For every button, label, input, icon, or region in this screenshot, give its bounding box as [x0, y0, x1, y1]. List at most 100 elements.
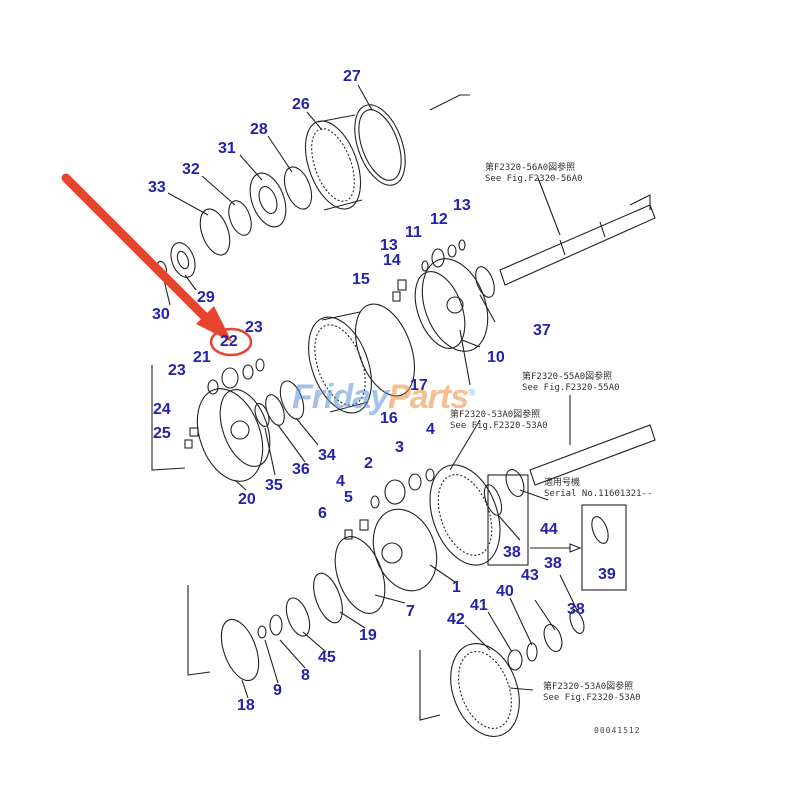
- watermark-part1: Friday: [292, 378, 389, 416]
- part-4-upper: [425, 468, 435, 482]
- part-29-bearing: [170, 242, 196, 278]
- part-32-ring: [228, 200, 252, 236]
- part-7-ring: [334, 536, 386, 614]
- ref-note-53a0-en-mid: See Fig.F2320-53A0: [450, 421, 548, 431]
- part-14-pin: [397, 279, 407, 291]
- part-15-pin: [392, 291, 401, 302]
- part-label: 25: [153, 425, 171, 442]
- part-label: 23: [245, 319, 263, 336]
- part-label: 36: [292, 461, 310, 478]
- part-40: [526, 642, 538, 662]
- frame-line-lower-mid: [419, 650, 441, 721]
- part-17-gear-ring: [308, 316, 372, 414]
- part-37-gear: [475, 266, 495, 298]
- part-12: [447, 244, 457, 258]
- part-label: 37: [533, 322, 551, 339]
- part-label: 12: [430, 211, 448, 228]
- part-label: 21: [193, 349, 211, 366]
- watermark-logo: FridayParts®: [292, 378, 476, 417]
- part-label: 6: [318, 505, 327, 522]
- part-10-carrier: [421, 258, 489, 352]
- part-label: 4: [336, 473, 345, 490]
- part-label: 26: [292, 96, 310, 113]
- part-label: 38: [503, 544, 521, 561]
- part-label: 4: [426, 421, 435, 438]
- part-27-ring: [354, 104, 406, 186]
- part-label: 8: [301, 667, 310, 684]
- watermark-mark: ®: [468, 387, 475, 399]
- part-41: [507, 649, 523, 671]
- part-label: 7: [406, 603, 415, 620]
- serial-note-jp: 適用号機: [544, 478, 581, 488]
- part-label: 5: [344, 489, 353, 506]
- part-label: 24: [153, 401, 171, 418]
- ref-note-55a0-en: See Fig.F2320-55A0: [522, 383, 620, 393]
- part-label: 45: [318, 649, 336, 666]
- detail-box-39: [581, 504, 627, 591]
- part-label: 2: [364, 455, 373, 472]
- part-28-ring: [283, 166, 313, 210]
- part-3-bearing: [408, 473, 422, 491]
- part-38-ring-lower: [569, 609, 585, 635]
- part-label: 3: [395, 439, 404, 456]
- part-23-upper: [255, 358, 265, 372]
- serial-note-en: Serial No.11601321--: [544, 489, 653, 499]
- ref-note-56a0-jp: 第F2320-56A0図参照: [485, 163, 576, 173]
- frame-line-upper-right: [629, 194, 651, 210]
- frame-line-lower-left: [187, 585, 211, 676]
- part-label: 30: [152, 306, 170, 323]
- part-label: 10: [487, 349, 505, 366]
- part-21-gear: [221, 367, 239, 389]
- frame-line-top: [429, 94, 470, 111]
- shaft-middle: [529, 424, 656, 486]
- ref-note-53a0-jp-low: 第F2320-53A0図参照: [543, 682, 634, 692]
- part-label: 43: [521, 567, 539, 584]
- part-1-carrier: [372, 508, 438, 592]
- part-label: 11: [405, 224, 422, 241]
- part-4-lower: [370, 495, 380, 509]
- frame-line-left: [151, 365, 186, 471]
- part-5-pin: [359, 519, 369, 531]
- part-44-gear: [505, 469, 525, 497]
- part-34-bearing: [279, 380, 305, 420]
- part-9: [257, 625, 267, 639]
- part-label-highlighted: 22: [220, 333, 238, 350]
- watermark-part2: Parts: [388, 378, 469, 416]
- part-31-bearing: [249, 172, 287, 228]
- ref-note-55a0-jp: 第F2320-55A0図参照: [522, 372, 613, 382]
- highlight-arrow: [61, 173, 232, 342]
- part-13-lower: [421, 260, 429, 272]
- part-label: 38: [544, 555, 562, 572]
- part-label: 19: [359, 627, 377, 644]
- drawing-code: 00041512: [594, 726, 641, 735]
- part-label: 35: [265, 477, 283, 494]
- part-label: 42: [447, 611, 465, 628]
- highlight-circle: [209, 327, 253, 357]
- part-45-ring: [285, 597, 311, 637]
- part-label: 17: [410, 377, 428, 394]
- part-label: 13: [453, 197, 471, 214]
- part-label: 44: [540, 521, 558, 538]
- part-label: 27: [343, 68, 361, 85]
- part-23-lower: [207, 379, 219, 395]
- part-label: 40: [496, 583, 514, 600]
- part-35-ring: [254, 402, 270, 428]
- part-16-ring: [355, 303, 415, 397]
- part-label: 29: [197, 289, 215, 306]
- shaft-upper: [499, 204, 656, 286]
- part-26-gear: [304, 120, 362, 210]
- part-label: 15: [352, 271, 370, 288]
- part-label: 31: [218, 140, 236, 157]
- ref-note-53a0-en-low: See Fig.F2320-53A0: [543, 693, 641, 703]
- part-18-snapring: [220, 618, 260, 682]
- ref-note-53a0-jp-mid: 第F2320-53A0図参照: [450, 410, 541, 420]
- part-label: 23: [168, 362, 186, 379]
- part-19-ring: [313, 572, 343, 624]
- part-13-upper: [458, 239, 466, 251]
- part-label: 9: [273, 682, 282, 699]
- part-label: 16: [380, 410, 398, 427]
- part-label: 41: [470, 597, 488, 614]
- part-label: 28: [250, 121, 268, 138]
- part-33-snapring: [199, 208, 231, 256]
